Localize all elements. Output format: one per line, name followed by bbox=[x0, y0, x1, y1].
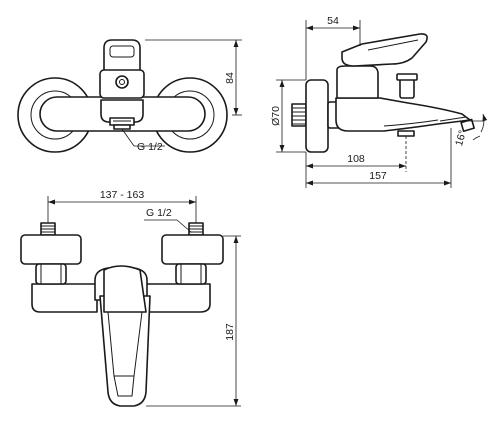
dimension-157: 157 bbox=[306, 128, 452, 188]
inlet-connector bbox=[291, 103, 307, 127]
spout-outlet bbox=[100, 99, 144, 130]
thread-callout-front: G 1/2 bbox=[121, 128, 165, 153]
top-spout bbox=[99, 295, 151, 407]
dimension-dia-70: Ø70 bbox=[270, 79, 306, 153]
dimension-157-label: 157 bbox=[369, 170, 387, 182]
diverter-knob bbox=[396, 73, 418, 99]
angle-16-label: 16° bbox=[453, 129, 469, 148]
dimension-54: 54 bbox=[305, 15, 361, 80]
top-view: 137 - 163 G 1/2 187 bbox=[20, 189, 241, 407]
thread-label-top: G 1/2 bbox=[146, 207, 172, 219]
side-lever bbox=[341, 33, 428, 67]
top-lever bbox=[103, 265, 147, 313]
angle-16: 16° bbox=[453, 113, 488, 148]
left-nut bbox=[35, 263, 67, 285]
dimension-84: 84 bbox=[145, 39, 242, 116]
lever-handle bbox=[103, 39, 141, 73]
side-aerator bbox=[397, 130, 415, 137]
dimension-187-label: 187 bbox=[224, 323, 236, 341]
side-rosette bbox=[305, 79, 329, 153]
left-inlet-top bbox=[20, 222, 82, 265]
dimension-108: 108 bbox=[305, 136, 407, 188]
dimension-137-163: 137 - 163 bbox=[47, 189, 197, 223]
right-nut bbox=[175, 263, 207, 285]
dimension-54-label: 54 bbox=[327, 15, 339, 27]
dimension-dia-70-label: Ø70 bbox=[270, 106, 282, 126]
dimension-108-label: 108 bbox=[347, 153, 365, 165]
valve-housing bbox=[99, 69, 145, 99]
side-body bbox=[335, 97, 471, 132]
side-cartridge bbox=[336, 65, 379, 99]
dimension-137-163-label: 137 - 163 bbox=[100, 189, 145, 201]
dimension-187: 187 bbox=[146, 235, 241, 407]
right-inlet-top bbox=[161, 222, 224, 265]
thread-label-front: G 1/2 bbox=[137, 141, 163, 153]
side-view: 54 Ø70 108 157 16° bbox=[270, 15, 488, 188]
front-view: 84 G 1/2 bbox=[17, 39, 242, 153]
dimension-84-label: 84 bbox=[224, 72, 236, 84]
thread-callout-top: G 1/2 bbox=[144, 207, 192, 233]
